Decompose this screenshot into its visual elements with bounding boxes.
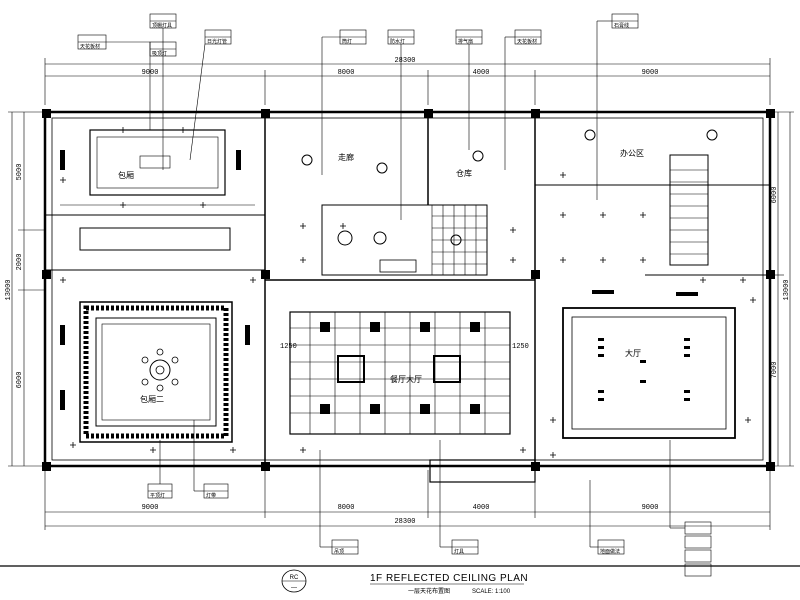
corridor-top: 走廊 仓库 bbox=[301, 150, 488, 276]
annotation-tags: 天花板材 顶棚灯具 吸顶灯 日光灯管 筒灯 防水灯 排 bbox=[77, 13, 712, 577]
dim-left-1: 5000 bbox=[16, 164, 24, 181]
column bbox=[766, 270, 775, 279]
svg-text:地面做法: 地面做法 bbox=[600, 548, 620, 555]
dim-bottom-1: 9000 bbox=[142, 504, 159, 512]
title-block: RC — 1F REFLECTED CEILING PLAN 一层天花布置图 S… bbox=[0, 565, 800, 595]
dim-right-total: 13000 bbox=[783, 279, 791, 300]
drawing-title: 1F REFLECTED CEILING PLAN bbox=[370, 573, 528, 584]
tag-box: 防水灯 bbox=[387, 29, 415, 220]
room-label-top-left: 包厢 bbox=[118, 170, 134, 180]
dim-bottom-4: 9000 bbox=[642, 504, 659, 512]
room-label-kitchen: 仓库 bbox=[456, 168, 472, 178]
svg-text:天花板材: 天花板材 bbox=[517, 38, 537, 45]
dim-inner-2: 1250 bbox=[512, 343, 529, 351]
dim-top-total: 28300 bbox=[394, 57, 415, 65]
column bbox=[766, 462, 775, 471]
column bbox=[42, 270, 51, 279]
column bbox=[42, 462, 51, 471]
drawing-title-chinese: 一层天花布置图 bbox=[408, 587, 450, 595]
right-dimension-chain: 6000 7000 13000 bbox=[770, 111, 794, 467]
tag-box: 筒灯 bbox=[321, 29, 367, 175]
svg-text:吸顶灯: 吸顶灯 bbox=[152, 50, 167, 57]
office-top-right: 办公区 bbox=[584, 129, 718, 296]
dim-bottom-3: 4000 bbox=[473, 504, 490, 512]
svg-text:吊顶: 吊顶 bbox=[334, 549, 344, 555]
tag-box: 平顶灯 bbox=[147, 440, 173, 499]
dining-hall-ceiling: 餐厅大厅 1250 1250 bbox=[280, 311, 529, 435]
dim-bottom-total: 28300 bbox=[394, 518, 415, 526]
svg-text:天花板材: 天花板材 bbox=[80, 43, 100, 50]
tag-box: 灯带 bbox=[193, 420, 229, 499]
exterior-walls bbox=[42, 109, 775, 483]
tag-box: 排气扇 bbox=[455, 29, 483, 150]
tag-box: 吊顶 bbox=[319, 450, 359, 555]
title-symbol-bottom: — bbox=[291, 585, 297, 591]
dim-top-2: 8000 bbox=[338, 69, 355, 77]
title-symbol-top: RC bbox=[290, 575, 299, 581]
top-dimension-chain: 9000 8000 4000 9000 28300 bbox=[44, 57, 771, 105]
tag-box: 天花板材 bbox=[504, 29, 542, 170]
light-markers bbox=[60, 127, 756, 458]
tag-box: 灯具 bbox=[439, 440, 479, 555]
svg-text:灯具: 灯具 bbox=[454, 548, 464, 555]
tag-box: 顶棚灯具 bbox=[149, 13, 177, 170]
tag-box-stack bbox=[669, 440, 712, 577]
tag-box: 地面做法 bbox=[589, 480, 625, 555]
private-room-bottom-left: 包厢二 bbox=[60, 301, 250, 443]
room-label-office: 办公区 bbox=[620, 148, 644, 158]
column bbox=[42, 109, 51, 118]
tag-box: 石膏线 bbox=[596, 13, 639, 200]
svg-text:平顶灯: 平顶灯 bbox=[150, 492, 165, 499]
dim-left-total: 13000 bbox=[5, 279, 13, 300]
bottom-dimension-chain: 9000 8000 4000 9000 28300 bbox=[44, 470, 771, 530]
dim-left-3: 6000 bbox=[16, 372, 24, 389]
svg-text:顶棚灯具: 顶棚灯具 bbox=[152, 22, 172, 29]
dim-top-3: 4000 bbox=[473, 69, 490, 77]
column bbox=[766, 109, 775, 118]
private-room-top-left: 包厢 bbox=[60, 129, 255, 251]
dim-right-1: 6000 bbox=[771, 187, 779, 204]
room-label-bottom-left: 包厢二 bbox=[140, 394, 164, 404]
svg-text:防水灯: 防水灯 bbox=[390, 38, 405, 45]
dim-right-2: 7000 bbox=[771, 362, 779, 379]
room-label-dining-hall: 餐厅大厅 bbox=[390, 374, 422, 384]
dim-inner-1: 1250 bbox=[280, 343, 297, 351]
svg-text:筒灯: 筒灯 bbox=[342, 38, 352, 45]
svg-text:排气扇: 排气扇 bbox=[458, 38, 473, 45]
tag-box: 吸顶灯 bbox=[149, 41, 177, 57]
room-label-hall: 大厅 bbox=[625, 348, 641, 358]
left-dimension-chain: 5000 2000 6000 13000 bbox=[5, 111, 45, 467]
dim-top-4: 9000 bbox=[642, 69, 659, 77]
svg-text:石膏线: 石膏线 bbox=[614, 22, 629, 29]
svg-text:日光灯管: 日光灯管 bbox=[207, 38, 227, 45]
dim-bottom-2: 8000 bbox=[338, 504, 355, 512]
tag-box: 日光灯管 bbox=[189, 29, 232, 161]
room-label-corridor: 走廊 bbox=[338, 152, 354, 162]
tag-box: 天花板材 bbox=[77, 34, 151, 130]
svg-text:灯带: 灯带 bbox=[206, 492, 216, 499]
column bbox=[261, 462, 270, 471]
hall-bottom-right: 大厅 bbox=[562, 307, 736, 439]
dim-left-2: 2000 bbox=[16, 254, 24, 271]
drawing-scale: SCALE: 1:100 bbox=[472, 589, 511, 595]
